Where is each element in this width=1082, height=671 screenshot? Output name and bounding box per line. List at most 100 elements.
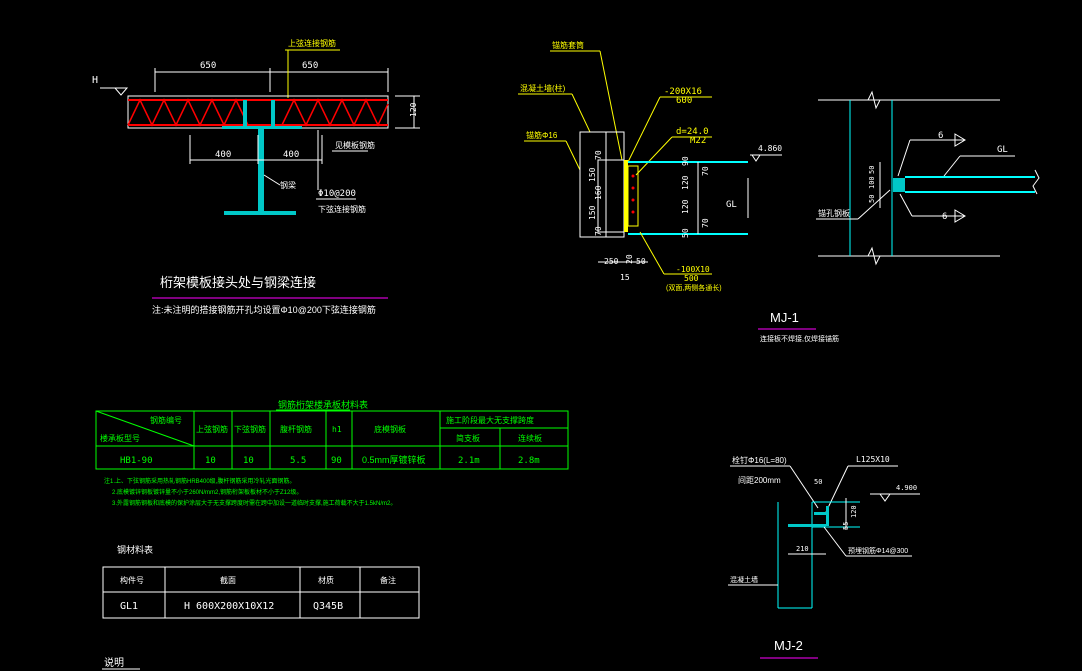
mj1-dim-r0: 90 [681,156,690,166]
mj2-label-spacing: 间距200mm [738,476,781,485]
label-top-bar: 上弦连接钢筋 [288,38,336,48]
detail-gl-section: GL 6 6 50 100 50 锚孔钢板 [816,90,1040,266]
dim-bottom-left: 400 [215,150,231,160]
truss-table-border [95,410,569,470]
mj1-dim-l3: 150 [588,205,597,220]
detail1-note: 注:未注明的搭接钢筋开孔均设置Φ10@200下弦连接钢筋 [152,304,376,315]
truss-note-2: 3.外露钢筋钢板和底模的保护涂层大于无支撑跨度时需在跨中加设一道临时支撑,施工荷… [112,499,396,507]
truss-head-col1: 下弦钢筋 [234,424,266,434]
mj1-dim-r2: 120 [681,175,690,190]
detail-1: H 650 650 上弦连接钢筋 120 [92,38,420,315]
steel-head-0: 构件号 [120,575,144,585]
detail1-title: 桁架模板接头处与钢梁连接 [160,275,316,290]
mj1-plate-bottom: -100X10 [676,265,710,274]
steel-cell-0-2: Q345B [313,601,343,612]
mj1-dim-b0: 250 [604,257,619,266]
beam-web [258,129,264,211]
truss-head-col4: 底模钢板 [374,424,406,434]
detail-mj1: 锚筋套筒 混凝土墙(柱) 锚筋Φ16 -200X16 600 d=24.0 M2… [518,40,839,343]
mj2-level: 4.900 [896,484,917,492]
truss-cell-0-0: HB1-90 [120,456,153,466]
mj1-title: MJ-1 [770,310,799,325]
truss-cell-0-3: 5.5 [290,456,306,466]
mj2-dim-1: 120 [850,505,858,518]
mj1-wall [579,131,625,238]
truss-head-col0: 上弦钢筋 [196,424,228,434]
steel-cell-0-0: GL1 [120,601,138,612]
label-outline: 见模板钢筋 [335,140,375,150]
dim-top-left: 650 [200,61,216,71]
truss-head-col2: 腹杆钢筋 [280,424,312,434]
mj1-dim-l2: 160 [594,185,603,200]
gl-dim-0: 50 [868,166,876,174]
steel-material-table: 钢材料表 构件号 截面 材质 备注 GL1 H 600X200X10X12 Q3… [102,544,420,619]
mj1-dim-l0: 70 [594,150,603,160]
steel-cell-0-1: H 600X200X10X12 [184,601,274,612]
mj1-dim-r3: 120 [681,199,690,214]
mj2-angle-v [826,506,829,526]
mj1-dim-r5: 50 [681,228,690,238]
truss-table-title: 钢筋桁架楼承板材料表 [278,399,368,410]
beam-top-flange [222,126,302,129]
mj1-dim-l4: 70 [594,226,603,236]
gl-weld-bottom: 6 [942,212,947,222]
mj1-plate-note: (双面,两侧各通长) [666,283,722,292]
truss-head-diag-top: 钢筋编号 [150,415,182,425]
truss-cell-0-7: 2.8m [518,456,540,466]
detail-mj2: 栓钉Φ16(L=80) 间距200mm L125X10 4.900 50 120… [728,455,920,659]
mj2-rebar [788,524,826,527]
truss-head-span: 施工阶段最大无支撑跨度 [446,415,534,425]
mj1-plate-bottom-len: 500 [684,274,699,283]
mj1-level: 4.860 [758,144,782,153]
mj2-angle-h [814,512,828,515]
mj2-title: MJ-2 [774,638,803,653]
mj2-dim-210: 210 [796,545,809,553]
mj1-dim-r1: 70 [701,166,710,176]
mj2-label-bolt: 栓钉Φ16(L=80) [732,455,787,465]
mj1-plate-top: -200X16 [664,87,702,97]
dim-top-right: 650 [302,61,318,71]
mj1-beam-label: GL [726,200,737,210]
dim-height: 120 [409,102,418,117]
mj2-label-angle: L125X10 [856,455,890,464]
label-rebar: Φ10@200 [318,189,356,199]
truss-cell-0-2: 10 [243,456,254,466]
stud-right [271,100,275,126]
truss-head-diag-bottom: 楼承板型号 [100,433,140,443]
stud-left [243,100,247,126]
label-steel: 钢梁 [280,180,296,190]
truss-cell-0-6: 2.1m [458,456,480,466]
mj1-plate-top-len: 600 [676,96,692,106]
gl-beam-label: GL [997,145,1008,155]
label-bottom-bar: 下弦连接钢筋 [318,204,366,214]
mj1-dim-l1: 150 [588,167,597,182]
steel-head-3: 备注 [380,575,396,585]
truss-cell-0-1: 10 [205,456,216,466]
footer-label: 说明 [104,656,124,669]
truss-head-span0: 简支板 [456,433,480,443]
truss-note-0: 注1.上、下弦钢筋采用热轧钢筋HRB400级,腹杆钢筋采用冷轧光面钢筋。 [104,477,295,485]
gl-dim-2: 50 [868,195,876,203]
mj1-dim-b3: 15 [620,273,630,282]
mj1-dim-r4: 70 [701,218,710,228]
mj2-dim-0: 50 [814,478,822,486]
gl-label: 锚孔钢板 [818,208,850,218]
mj1-bolt: M22 [690,136,706,146]
truss-note-1: 2.底模镀锌钢板镀锌量不小于260N/mm2,钢筋桁架板板材不小于Z12级。 [112,488,302,496]
gl-dim-1: 100 [868,176,876,189]
truss-material-table: 钢筋桁架楼承板材料表 钢筋编号 楼承板型号 上弦钢筋 下弦钢筋 腹杆钢筋 h1 … [95,399,569,507]
mj1-subtitle: 连接板不焊接,仅焊接锚筋 [760,334,839,343]
mj2-dim-2: 55 [842,522,850,530]
truss-head-span1: 连续板 [518,433,542,443]
truss-web-left [127,98,249,127]
mj1-dim-b2: 50 [636,257,646,266]
mj1-dim-b1: 20 [625,254,634,264]
steel-head-2: 材质 [318,575,334,585]
mj1-label-concrete: 混凝土墙(柱) [520,83,566,93]
mj1-label-stud: 锚筋Φ16 [526,130,558,140]
level-mark: H [92,75,98,86]
dim-bottom-right: 400 [283,150,299,160]
level-triangle [113,87,129,96]
